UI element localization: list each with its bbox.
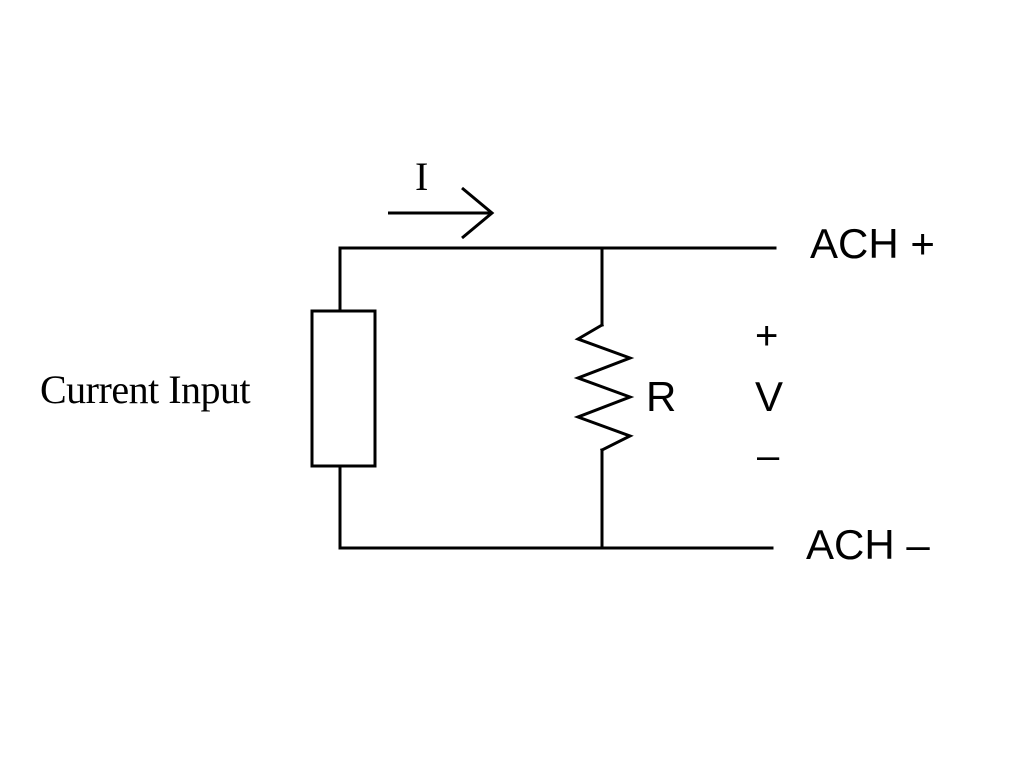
resistor-zigzag xyxy=(573,322,635,453)
voltage-minus-sign: – xyxy=(757,434,780,478)
current-label: I xyxy=(415,154,429,199)
resistor-label: R xyxy=(646,373,677,420)
voltage-plus-sign: + xyxy=(755,314,779,358)
voltage-label: V xyxy=(755,373,784,420)
ach-positive-terminal-label: ACH + xyxy=(810,220,935,267)
current-source-box xyxy=(310,309,377,468)
current-input-label: Current Input xyxy=(40,367,251,412)
current-arrow xyxy=(388,186,495,240)
ach-negative-terminal-label: ACH – xyxy=(806,521,930,568)
